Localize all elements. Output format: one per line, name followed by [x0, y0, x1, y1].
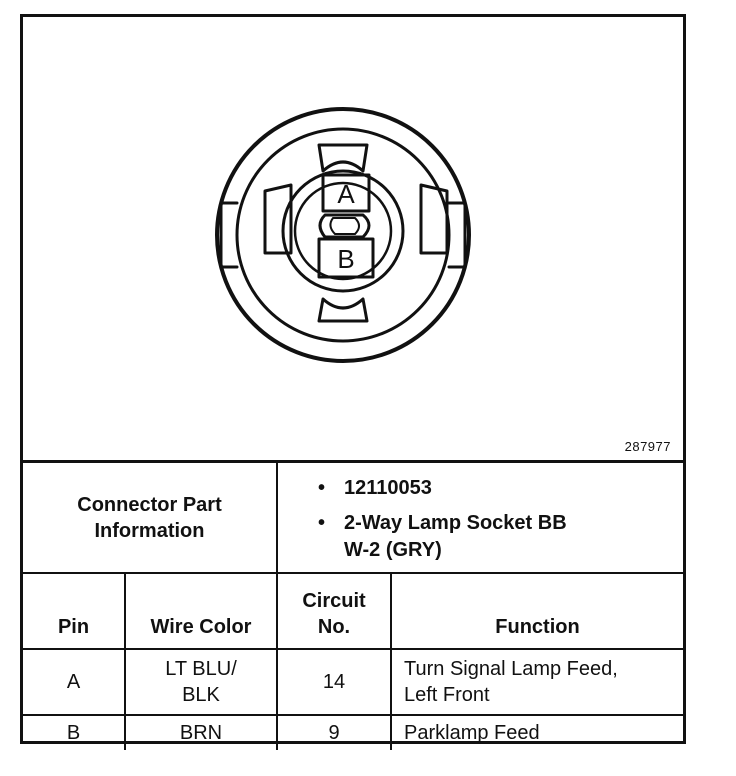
- connector-diagram-area: A B 287977: [23, 17, 683, 463]
- pin-a-label: A: [337, 179, 355, 209]
- socket-ring-inner: [293, 181, 393, 281]
- center-contact: [318, 213, 371, 239]
- part-info-title: Connector Part Information: [23, 463, 278, 574]
- cell-function: Turn Signal Lamp Feed, Left Front: [390, 648, 683, 716]
- connector-sheet: A B 287977 Connector Part Information 12…: [20, 14, 686, 750]
- cell-circuit: 9: [276, 714, 392, 750]
- socket-ring-outer: [281, 169, 405, 293]
- key-top: [317, 143, 369, 173]
- part-description-item: 2-Way Lamp Socket BB W-2 (GRY): [318, 510, 683, 564]
- cell-circuit: 14: [276, 648, 392, 716]
- cell-function: Parklamp Feed: [390, 714, 683, 750]
- key-bottom: [317, 297, 369, 323]
- header-circuit: Circuit No.: [276, 572, 392, 650]
- connector-table: Connector Part Information 12110053 2-Wa…: [23, 463, 683, 750]
- table-header-row: Pin Wire Color Circuit No. Function: [23, 572, 683, 650]
- pin-a-block: [321, 173, 371, 213]
- pin-b-block: [317, 237, 375, 279]
- cell-wire-color: LT BLU/ BLK: [124, 648, 278, 716]
- table-row: B BRN 9 Parklamp Feed: [23, 714, 683, 750]
- connector-face-drawing: A B: [215, 107, 471, 363]
- notch-right: [447, 201, 467, 269]
- cell-pin: A: [23, 648, 126, 716]
- table-row: A LT BLU/ BLK 14 Turn Signal Lamp Feed, …: [23, 648, 683, 716]
- part-info-title-line1: Connector Part: [77, 493, 222, 516]
- part-info-title-line2: Information: [94, 519, 205, 542]
- part-info-row: Connector Part Information 12110053 2-Wa…: [23, 463, 683, 574]
- header-pin: Pin: [23, 572, 126, 650]
- latch-left: [263, 183, 293, 255]
- latch-right: [419, 183, 449, 255]
- header-wire-color: Wire Color: [124, 572, 278, 650]
- part-number-item: 12110053: [318, 475, 683, 502]
- pin-b-label: B: [337, 244, 354, 274]
- outer-ring: [215, 107, 471, 363]
- cell-wire-color: BRN: [124, 714, 278, 750]
- header-function: Function: [390, 572, 683, 650]
- figure-reference-number: 287977: [624, 439, 671, 454]
- part-info-list: 12110053 2-Way Lamp Socket BB W-2 (GRY): [276, 463, 683, 574]
- cell-pin: B: [23, 714, 126, 750]
- center-contact-hole: [329, 217, 360, 235]
- inner-ring: [235, 127, 451, 343]
- notch-left: [219, 201, 239, 269]
